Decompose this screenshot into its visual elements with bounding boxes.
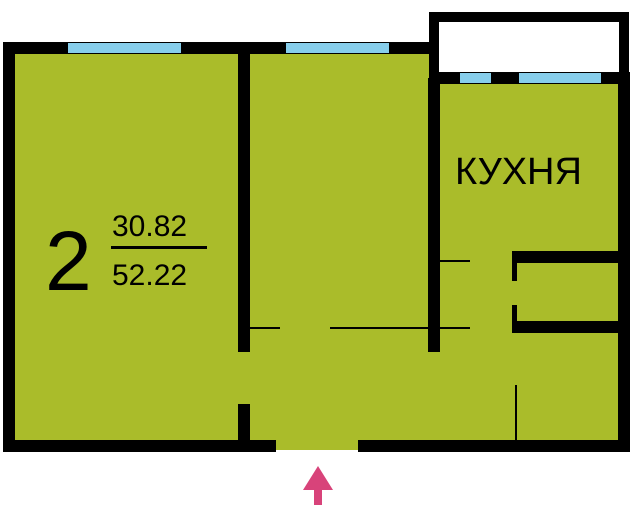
fraction-bar xyxy=(111,246,207,249)
windows xyxy=(68,43,601,83)
partition-kitchen xyxy=(428,78,440,352)
bath-wall-stub-top xyxy=(512,251,517,281)
partition-left-upper xyxy=(238,50,250,352)
bath-wall-middle xyxy=(512,321,624,333)
left-wall xyxy=(3,42,15,452)
bath-wall-top xyxy=(512,251,624,263)
living-area: 30.82 xyxy=(112,210,187,243)
bath-wall-stub-mid xyxy=(512,305,517,333)
bottom-wall-right xyxy=(358,440,630,452)
room-count: 2 xyxy=(45,214,92,308)
arrow-shaft xyxy=(314,488,322,505)
window-kitchen-small xyxy=(460,73,491,83)
total-area: 52.22 xyxy=(112,259,187,292)
walls xyxy=(3,42,630,452)
middle-room-floor xyxy=(244,50,434,440)
arrow-up-icon xyxy=(303,466,333,505)
window-left-room xyxy=(68,43,181,53)
window-kitchen-large xyxy=(519,73,601,83)
bottom-wall-left xyxy=(3,440,276,452)
entrance-threshold xyxy=(276,440,358,450)
balcony xyxy=(429,12,629,82)
window-middle-room xyxy=(286,43,389,53)
left-room-floor xyxy=(10,50,244,440)
floor-areas xyxy=(10,50,624,450)
arrow-head xyxy=(303,466,333,490)
partition-left-lower xyxy=(238,404,250,444)
thin-partitions xyxy=(250,260,517,440)
kitchen-label: КУХНЯ xyxy=(455,151,582,193)
